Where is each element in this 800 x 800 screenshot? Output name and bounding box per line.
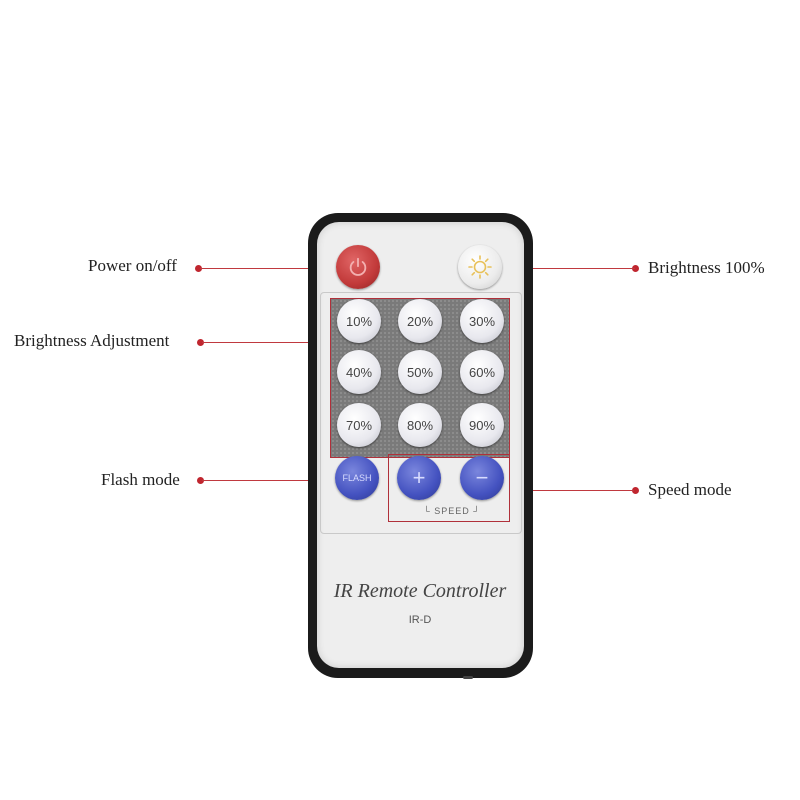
callout-brightness-adjust-dot [197,339,204,346]
speed-plus-button[interactable]: + [397,456,441,500]
callout-flash-label: Flash mode [101,470,180,489]
brightness-60-button[interactable]: 60% [460,350,504,394]
brightness-40-button[interactable]: 40% [337,350,381,394]
button-panel [320,292,522,534]
brightness-20-button[interactable]: 20% [398,299,442,343]
callout-speed-dot [632,487,639,494]
callout-brightness-full-dot [632,265,639,272]
flash-button[interactable]: FLASH [335,456,379,500]
callout-brightness-adjust-label: Brightness Adjustment [14,331,170,350]
callout-brightness-full-line [500,268,635,269]
ir-emitter [463,676,473,679]
brightness-50-button[interactable]: 50% [398,350,442,394]
remote-title: IR Remote Controller [333,580,507,602]
brightness-10-button[interactable]: 10% [337,299,381,343]
brightness-90-button[interactable]: 90% [460,403,504,447]
brightness-30-button[interactable]: 30% [460,299,504,343]
callout-brightness-full-label: Brightness 100% [648,258,765,277]
callout-speed-line [508,490,634,491]
brightness-80-button[interactable]: 80% [398,403,442,447]
power-icon [349,257,367,276]
brightness-70-button[interactable]: 70% [337,403,381,447]
callout-speed-label: Speed mode [648,480,732,499]
sun-icon [468,255,492,279]
speed-group-box [388,454,510,522]
power-button[interactable] [336,245,380,289]
callout-power-label: Power on/off [88,256,177,275]
callout-power-line [200,268,340,269]
callout-flash-line [202,480,337,481]
speed-caption: └ SPEED ┘ [423,506,481,516]
speed-minus-button[interactable]: − [460,456,504,500]
callout-power-dot [195,265,202,272]
remote-model: IR-D [408,614,432,626]
brightness-100-button[interactable] [458,245,502,289]
callout-brightness-adjust-line [202,342,330,343]
callout-flash-dot [197,477,204,484]
